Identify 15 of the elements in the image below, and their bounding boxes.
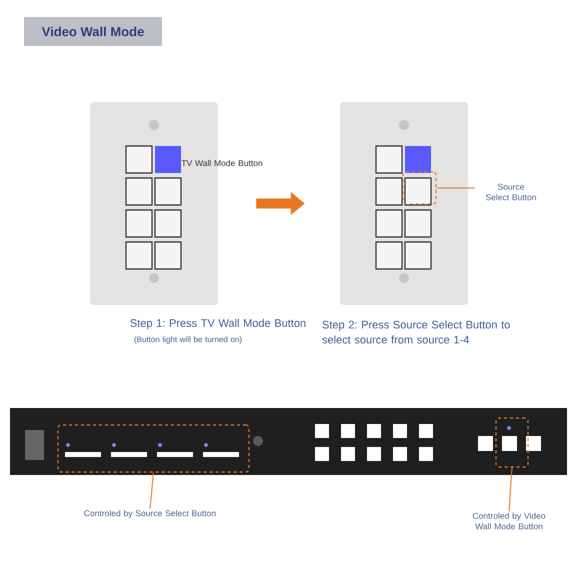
leader-line bbox=[508, 467, 512, 512]
leader-line bbox=[150, 472, 154, 510]
callout-text: Source Select Button bbox=[486, 184, 536, 200]
highlight-box bbox=[402, 171, 437, 205]
button-label: TV Wall Mode Button bbox=[181, 160, 262, 166]
step-caption: Step 2: Press Source Select Button to select source from source 1-4 bbox=[322, 320, 510, 344]
callout-text: Controled by Video Wall Mode Button bbox=[472, 512, 546, 530]
step-caption: (Button light will be turned on) bbox=[134, 336, 242, 344]
step-caption: Step 1: Press TV Wall Mode Button bbox=[130, 318, 306, 330]
callout-text: Controled by Source Select Button bbox=[84, 510, 216, 518]
highlight-box bbox=[495, 417, 529, 468]
picture bbox=[10, 408, 567, 475]
highlight-box bbox=[57, 424, 250, 473]
picture bbox=[340, 102, 468, 305]
title-banner: Video Wall Mode bbox=[24, 17, 162, 46]
